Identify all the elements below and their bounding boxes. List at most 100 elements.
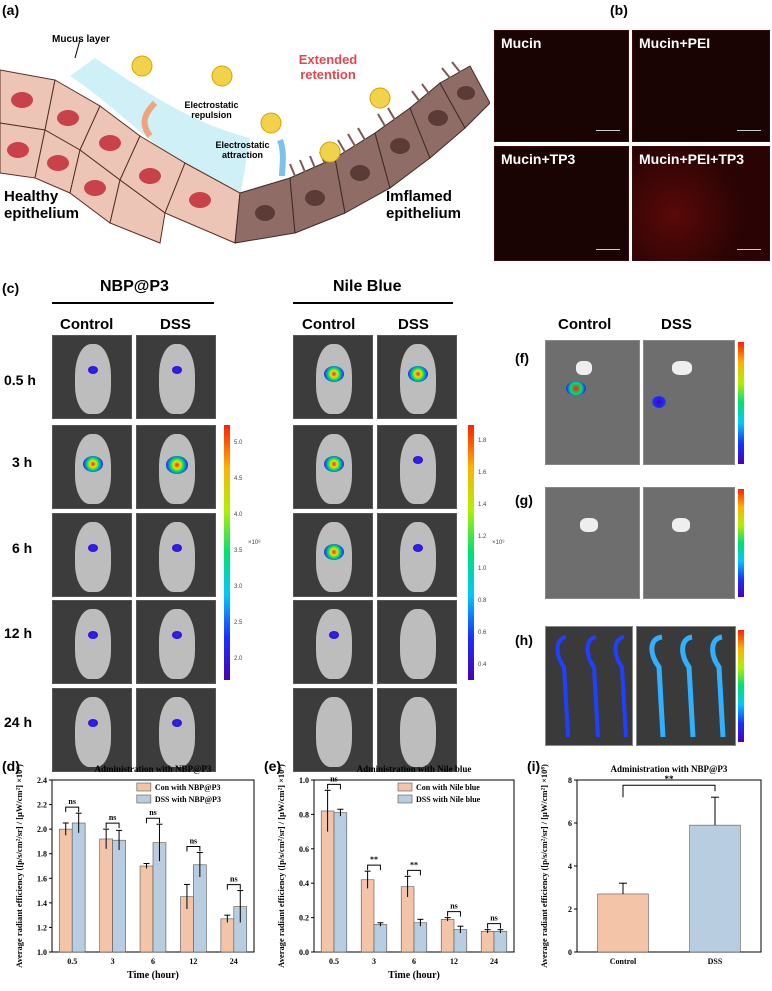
fluorescence-signal — [88, 719, 98, 727]
fluorescence-signal — [324, 366, 344, 382]
chart-title: Administration with Nile blue — [357, 764, 472, 774]
x-tick-label: 24 — [230, 957, 238, 966]
panel-label-f: (f) — [515, 350, 529, 366]
col-dss: DSS — [398, 316, 429, 333]
micrograph-mucin: Mucin — [494, 30, 629, 142]
mouse-body — [159, 609, 195, 679]
colorbar-nile-blue — [468, 425, 474, 680]
panel-label-c: (c) — [2, 280, 20, 296]
fluorescence-signal — [172, 719, 182, 727]
panel-label-g: (g) — [515, 492, 533, 508]
y-tick-label: 1.0 — [37, 948, 47, 957]
significance-bracket — [447, 911, 461, 917]
mouse-image — [377, 335, 457, 419]
significance-label: ns — [450, 902, 458, 911]
y-tick-label: 1.4 — [37, 899, 47, 908]
micrograph-mucin-tp3: Mucin+TP3 — [494, 146, 629, 261]
colon-image-dss — [636, 626, 736, 746]
y-tick-label: 0.0 — [299, 948, 309, 957]
tick: 1.2 — [478, 534, 487, 540]
group-title-nile-blue: Nile Blue — [333, 278, 402, 295]
significance-label: ns — [109, 813, 117, 822]
y-axis-label: Average radiant efficiency ([p/s/cm²/sr]… — [539, 764, 549, 968]
colorbar-unit: ×10⁹ — [492, 540, 505, 546]
bar — [480, 931, 495, 953]
y-tick-label: 0.2 — [299, 914, 309, 923]
tick: 4.0 — [234, 512, 243, 518]
fluorescence-signal — [88, 544, 98, 552]
significance-bracket — [105, 822, 120, 829]
significance-bracket — [327, 783, 341, 790]
significance-bracket — [226, 884, 241, 890]
healthy-label: Healthy epithelium — [4, 188, 80, 222]
mouse-image — [293, 688, 373, 772]
mouse-image — [136, 513, 216, 597]
fluorescence-signal — [88, 366, 98, 374]
panel-label-h: (h) — [515, 632, 533, 648]
micrograph-mucin-pei: Mucin+PEI — [632, 30, 770, 142]
mouse-image — [52, 335, 132, 419]
attraction-label: Electrostatic attraction — [215, 140, 270, 160]
fluorescence-signal — [88, 631, 98, 639]
mouse-image — [293, 513, 373, 597]
x-tick-label: 0.5 — [329, 957, 339, 966]
retention-label: Extended retention — [298, 52, 358, 82]
mouse-image — [377, 425, 457, 509]
legend-label: Con with NBP@P3 — [155, 783, 221, 792]
tick: 0.8 — [478, 598, 487, 604]
x-tick-label: 0.5 — [67, 957, 77, 966]
colorbar-g — [738, 489, 744, 597]
bar — [373, 924, 388, 953]
fluorescence-signal — [413, 456, 423, 464]
mouse-image — [136, 425, 216, 509]
significance-label: ** — [410, 860, 418, 869]
chart-title: Administration with NBP@P3 — [95, 764, 212, 774]
colorbar-unit: ×10⁸ — [248, 540, 261, 546]
bar-chart-d: Administration with NBP@P31.01.21.41.61.… — [14, 764, 255, 981]
scale-bar — [596, 249, 620, 250]
scale-bar — [737, 249, 761, 250]
panel-label-e: (e) — [264, 758, 282, 774]
y-tick-label: 1.8 — [37, 850, 47, 859]
significance-label: ns — [190, 836, 198, 845]
mouse-image — [136, 335, 216, 419]
tick: 1.8 — [478, 438, 487, 444]
bar — [58, 828, 73, 953]
mouse-image — [136, 688, 216, 772]
panel-label-b: (b) — [610, 2, 628, 18]
x-tick-label: 12 — [450, 957, 458, 966]
mouse-body — [159, 697, 195, 767]
x-tick-label: 3 — [111, 957, 115, 966]
mouse-image — [293, 335, 373, 419]
legend-label: Con with Nile blue — [416, 783, 480, 792]
fluorescence-signal — [329, 631, 339, 639]
bar — [597, 893, 649, 953]
x-tick-label: Control — [610, 957, 637, 966]
significance-bracket — [407, 869, 421, 876]
y-tick-label: 1.2 — [37, 923, 47, 932]
mouse-image — [52, 688, 132, 772]
significance-label: ns — [230, 875, 238, 884]
bar — [112, 839, 126, 953]
tick: 3.5 — [234, 548, 243, 554]
col-dss: DSS — [661, 316, 692, 333]
tick: 1.4 — [478, 502, 487, 508]
mouse-body — [75, 609, 111, 679]
bar — [99, 838, 113, 953]
organ-image-control — [545, 340, 640, 465]
epithelium-schematic — [0, 39, 490, 244]
mouse-body — [75, 344, 111, 414]
mouse-body — [75, 522, 111, 592]
bar — [360, 879, 375, 953]
bar — [193, 864, 207, 953]
time-label: 0.5 h — [4, 372, 36, 388]
col-dss: DSS — [160, 316, 191, 333]
significance-label: ns — [330, 774, 338, 783]
fluorescence-signal — [83, 456, 103, 472]
colorbar-nbp — [224, 425, 230, 680]
bar — [413, 922, 428, 953]
mouse-image — [377, 513, 457, 597]
group-rule — [52, 302, 214, 304]
